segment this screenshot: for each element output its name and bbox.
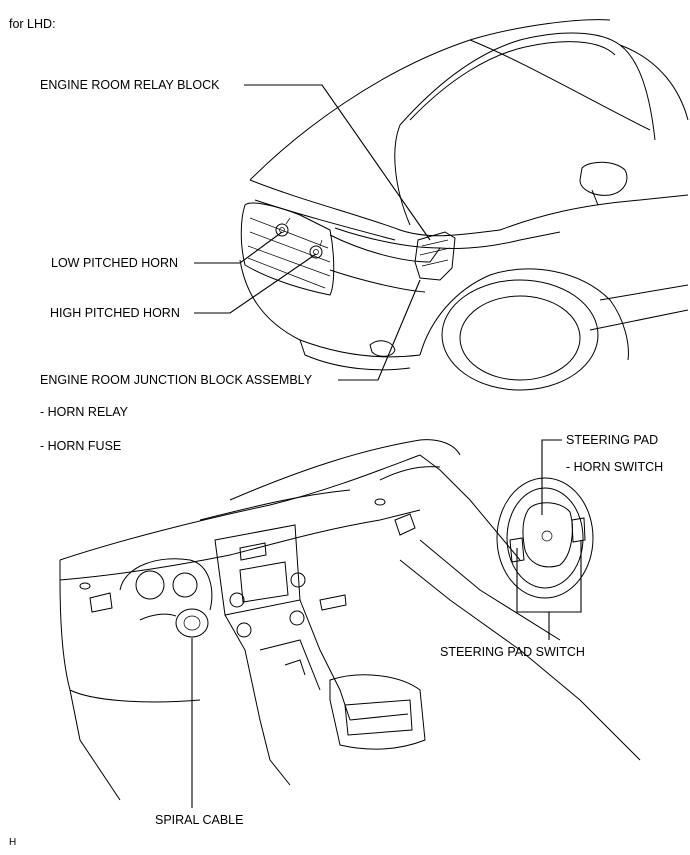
horn-relay-label: - HORN RELAY [40, 405, 128, 419]
variant-label: for LHD: [9, 17, 56, 31]
high-pitched-horn-label: HIGH PITCHED HORN [50, 306, 180, 320]
steering-wheel-illustration [496, 477, 594, 599]
vehicle-exterior-illustration [239, 19, 689, 391]
low-pitched-horn-label: LOW PITCHED HORN [51, 256, 179, 270]
figure-code: H [9, 837, 17, 848]
engine-room-relay-block-label: ENGINE ROOM RELAY BLOCK [40, 78, 220, 92]
steering-pad-switch-label: STEERING PAD SWITCH [440, 645, 585, 659]
leader-lines [191, 84, 582, 808]
spiral-cable-label: SPIRAL CABLE [155, 813, 244, 827]
dashboard-illustration [59, 439, 641, 801]
steering-pad-label: STEERING PAD [566, 433, 659, 447]
horn-switch-label: - HORN SWITCH [566, 460, 664, 474]
engine-room-junction-block-label: ENGINE ROOM JUNCTION BLOCK ASSEMBLY [40, 373, 313, 387]
horn-fuse-label: - HORN FUSE [40, 439, 122, 453]
